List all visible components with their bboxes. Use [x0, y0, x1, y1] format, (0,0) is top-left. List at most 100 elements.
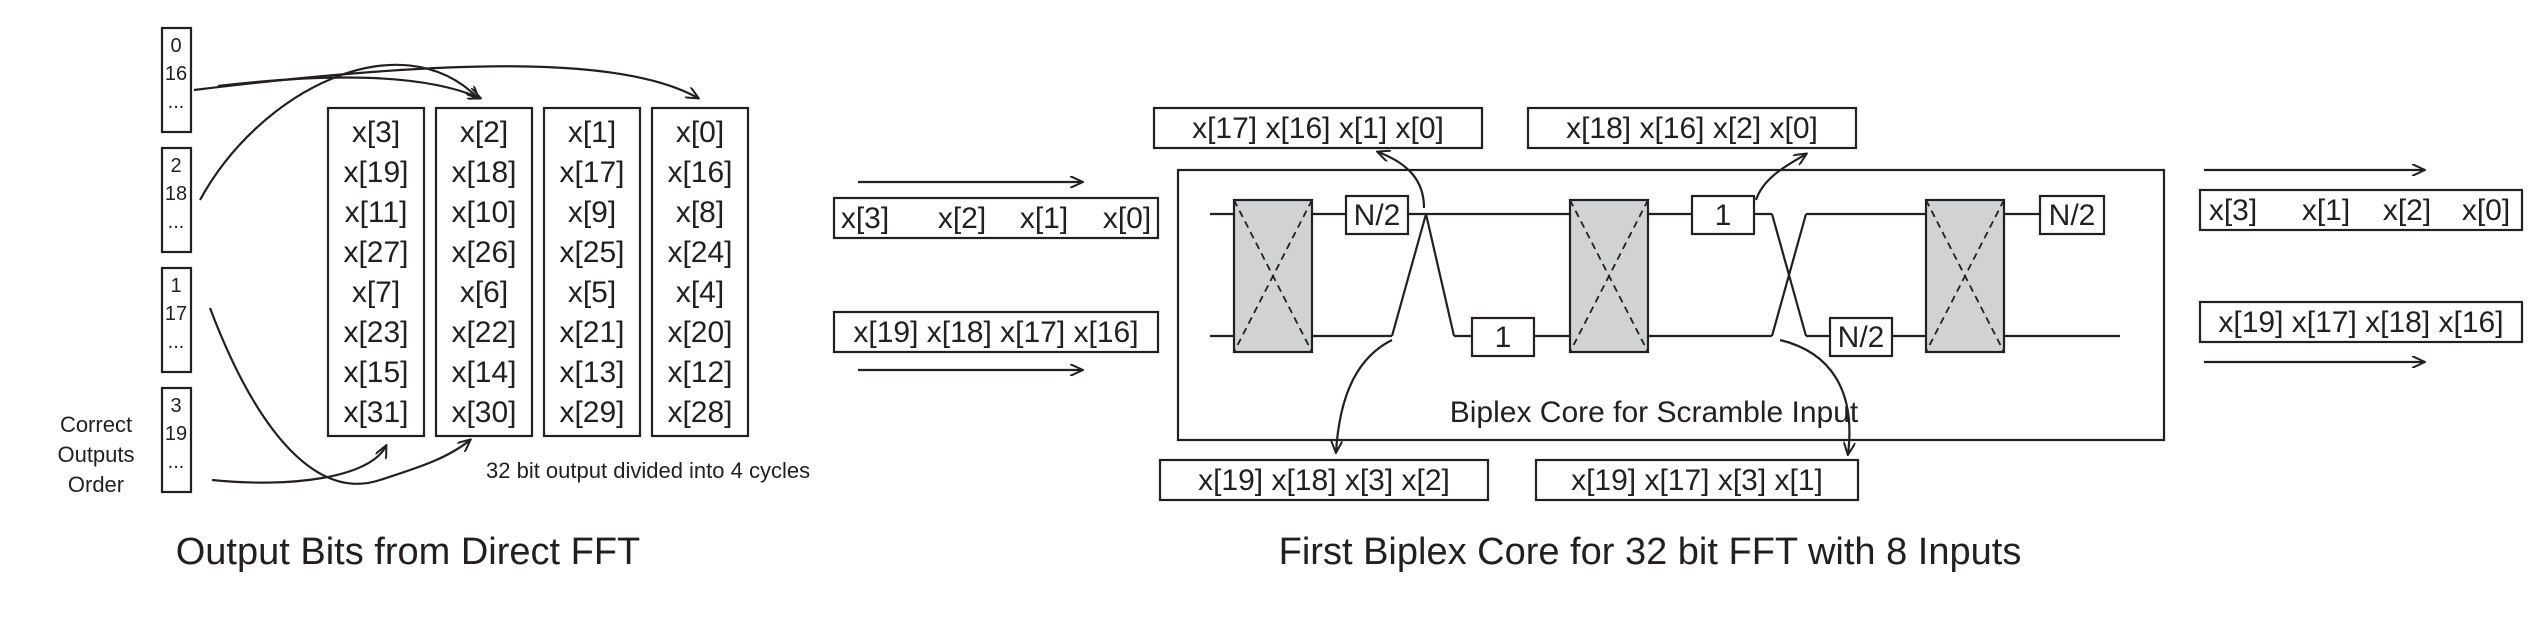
tap-bottom-1-values: x[19] x[18] x[3] x[2] [1198, 464, 1450, 497]
delay-top-2 [1690, 194, 1756, 236]
fft-cell: x[16] [667, 156, 732, 189]
input-top-x0: x[0] [1103, 202, 1151, 235]
reorder-arrow-3 [211, 446, 386, 484]
input-top-x3: x[3] [841, 202, 889, 235]
tap-box-bottom-1 [1158, 458, 1490, 502]
fft-cell: x[1] [568, 116, 616, 149]
fft-cell: x[24] [667, 236, 732, 269]
fft-cell: x[28] [667, 396, 732, 429]
left-panel-title: Output Bits from Direct FFT [176, 531, 641, 573]
order-ellipsis: ... [168, 451, 185, 473]
fft-cell: x[14] [451, 356, 516, 389]
reorder-arrow-1 [208, 307, 470, 485]
tap-box-top-2 [1526, 106, 1858, 150]
fft-cell: x[29] [559, 396, 624, 429]
fft-cell: x[27] [343, 236, 408, 269]
order-value: 18 [165, 183, 187, 205]
order-group-4: 3 19 ... [160, 386, 193, 494]
fft-cell: x[11] [345, 196, 408, 229]
output-top-x2: x[2] [2383, 194, 2431, 227]
fft-cell: x[4] [676, 276, 724, 309]
fft-column-1 [326, 106, 426, 438]
delay-top-2-label: 1 [1715, 199, 1732, 232]
fft-cell: x[6] [460, 276, 508, 309]
fft-cell: x[30] [451, 396, 516, 429]
fft-cell: x[8] [676, 196, 724, 229]
fft-cell: x[21] [559, 316, 624, 349]
delay-bottom-1-label: 1 [1495, 321, 1512, 354]
fft-cell: x[3] [352, 116, 400, 149]
reorder-arrow-2 [199, 63, 478, 201]
fft-cell: x[19] [343, 156, 408, 189]
input-top-x1: x[1] [1020, 202, 1068, 235]
order-ellipsis: ... [168, 211, 185, 233]
delay-bottom-2-label: N/2 [1838, 321, 1885, 354]
butterfly-block-1 [1232, 198, 1314, 354]
fft-cell: x[25] [559, 236, 624, 269]
delay-top-1 [1344, 194, 1410, 236]
delay-bottom-2 [1828, 316, 1894, 358]
fft-column-values: x[3] x[19] x[11] x[27] x[7] x[23] x[15] x[31] x[… [343, 116, 732, 429]
tap-arrow-top-2 [1754, 154, 1806, 201]
input-box-bottom [832, 310, 1160, 354]
fft-cell: x[7] [352, 276, 400, 309]
output-top-x0: x[0] [2462, 194, 2510, 227]
tap-arrow-bottom-2 [1779, 338, 1849, 454]
cycles-note: 32 bit output divided into 4 cycles [486, 458, 810, 483]
tap-box-top-1 [1152, 106, 1484, 150]
order-ellipsis: ... [168, 91, 185, 113]
order-value: 16 [165, 63, 187, 85]
order-value: 17 [165, 303, 187, 325]
fft-cell: x[26] [451, 236, 516, 269]
tap-box-bottom-2 [1534, 458, 1860, 502]
tap-top-2-values: x[18] x[16] x[2] x[0] [1566, 112, 1818, 145]
delay-bottom-1 [1470, 316, 1536, 358]
order-group-2: 2 18 ... [160, 146, 193, 254]
butterfly-block-3 [1924, 198, 2006, 354]
wire-cross-1b [1390, 213, 1428, 337]
wire-cross-1a [1424, 213, 1456, 337]
order-value: 2 [170, 155, 181, 177]
input-box-top [832, 196, 1160, 240]
reorder-arrow-0 [217, 76, 480, 98]
fft-cell: x[5] [568, 276, 616, 309]
delay-top-1-label: N/2 [1354, 199, 1401, 232]
reorder-arrow-16 [193, 65, 698, 98]
order-value: 0 [170, 35, 181, 57]
order-caption-line-1: Correct [60, 412, 132, 437]
input-bottom-values: x[19] x[18] x[17] x[16] [853, 316, 1138, 349]
order-value: 1 [170, 275, 181, 297]
butterfly-block-2 [1568, 198, 1650, 354]
input-top-x2: x[2] [938, 202, 986, 235]
fft-cell: x[2] [460, 116, 508, 149]
fft-cell: x[10] [451, 196, 516, 229]
output-bottom-values: x[19] x[17] x[18] x[16] [2218, 306, 2503, 339]
fft-column-2 [434, 106, 534, 438]
fft-cell: x[0] [676, 116, 724, 149]
right-panel-title: First Biplex Core for 32 bit FFT with 8 … [1279, 531, 2022, 573]
fft-cell: x[22] [451, 316, 516, 349]
order-group-3: 1 17 ... [160, 266, 193, 374]
order-group-1: 0 16 ... [160, 26, 193, 134]
fft-cell: x[31] [343, 396, 408, 429]
order-value: 3 [170, 395, 181, 417]
order-ellipsis: ... [168, 331, 185, 353]
fft-cell: x[12] [667, 356, 732, 389]
order-caption-line-3: Order [68, 472, 124, 497]
tap-arrow-top-1 [1378, 152, 1426, 209]
fft-cell: x[17] [559, 156, 624, 189]
fft-cell: x[23] [343, 316, 408, 349]
fft-cell: x[15] [343, 356, 408, 389]
output-top-x1: x[1] [2302, 194, 2350, 227]
fft-cell: x[20] [667, 316, 732, 349]
output-top-x3: x[3] [2209, 194, 2257, 227]
tap-bottom-2-values: x[19] x[17] x[3] x[1] [1571, 464, 1823, 497]
delay-top-3 [2038, 194, 2106, 236]
tap-arrow-bottom-1 [1336, 339, 1393, 452]
fft-cell: x[18] [451, 156, 516, 189]
core-label: Biplex Core for Scramble Input [1450, 396, 1859, 429]
output-box-top [2198, 188, 2524, 232]
fft-cell: x[9] [568, 196, 616, 229]
order-value: 19 [165, 423, 187, 445]
